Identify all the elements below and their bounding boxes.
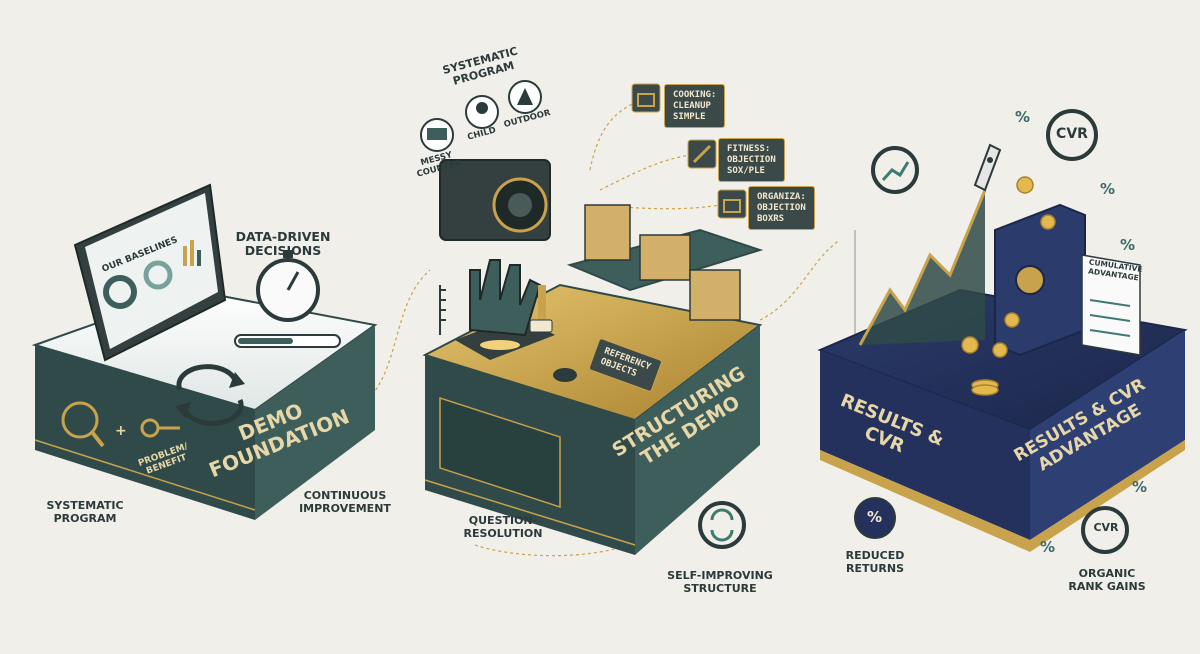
plus-icon: + [115, 423, 127, 439]
bar-icon-2 [190, 240, 194, 266]
bar-icon-1 [183, 246, 187, 266]
key-icon [140, 418, 180, 438]
camera-icon [439, 159, 551, 241]
lever-icon [529, 285, 553, 333]
open-box-icon [717, 189, 747, 219]
messy-counter-icon [420, 118, 454, 152]
stopwatch-icon [256, 250, 320, 322]
continuous-improvement-label: CONTINUOUS IMPROVEMENT [299, 489, 391, 515]
button-puck [553, 368, 577, 382]
donut-chart-icon-2 [143, 260, 173, 290]
cvr-bottom-label: CVR [1093, 521, 1119, 534]
child-icon [465, 95, 499, 129]
connector-line-4 [589, 99, 641, 171]
box-2 [639, 234, 691, 281]
stage3-right-face [1030, 330, 1185, 540]
systematic-program-label: SYSTEMATIC PROGRAM [46, 499, 124, 525]
coin-icons [961, 176, 1056, 396]
tablet-dashboard [73, 183, 227, 362]
reduced-returns-icon [854, 497, 896, 539]
shelf-boxes [566, 204, 764, 321]
coin-5 [1004, 312, 1020, 328]
progress-bar [234, 334, 341, 348]
reduced-returns-label: REDUCED RETURNS [845, 549, 905, 575]
pot-icon [631, 83, 661, 113]
bar-icon-3 [197, 250, 201, 266]
coin-1 [1016, 176, 1034, 194]
connector-line-1 [371, 269, 431, 396]
cvr-cycle-icon [1046, 109, 1098, 161]
organic-rank-label: ORGANIC RANK GAINS [1068, 567, 1146, 593]
percent-icon-6: % [1132, 478, 1148, 496]
magnifier-icon [61, 401, 105, 448]
stage2-right-face [635, 325, 760, 555]
stage2-drawer [439, 396, 561, 508]
cvr-top-label: CVR [1056, 126, 1088, 142]
callout-organiza: ORGANIZA: OBJECTION BOXRS [748, 186, 815, 231]
box-3 [689, 269, 741, 321]
coin-4 [992, 342, 1008, 358]
refresh-cycle-icon [175, 364, 245, 426]
connector-line-3 [759, 239, 841, 321]
percent-icon-3: % [1120, 236, 1136, 254]
box-1 [584, 204, 631, 261]
growth-cycle-icon [871, 146, 919, 194]
ruler-ticks [439, 285, 446, 335]
coin-2 [1040, 214, 1056, 230]
stage1-right-face [255, 325, 375, 520]
question-resolution-label: QUESTION- RESOLUTION [463, 514, 543, 540]
callout-cooking: COOKING: CLEANUP SIMPLE [664, 84, 726, 129]
data-driven-label: DATA-DRIVEN DECISIONS [235, 229, 331, 259]
connector-line-5 [599, 154, 691, 191]
self-improving-label: SELF-IMPROVING STRUCTURE [667, 569, 773, 595]
document-icon [1081, 254, 1141, 356]
rocket-icon [973, 143, 1002, 192]
organic-cycle-icon [1081, 506, 1129, 554]
percent-icon-2: % [1100, 180, 1116, 198]
coin-3 [961, 336, 979, 354]
connector-line-6 [599, 204, 721, 210]
wrench-icon [687, 139, 717, 169]
callout-fitness: FITNESS: OBJECTION SOX/PLE [718, 138, 785, 183]
safe-icon [994, 203, 1086, 357]
self-improving-icon [698, 501, 746, 549]
growth-chart [854, 189, 987, 355]
stage3-left-face [820, 350, 1030, 540]
percent-icon-4: % [867, 508, 883, 526]
outdoor-icon [508, 80, 542, 114]
donut-chart-icon-1 [103, 275, 137, 309]
percent-icon-5: % [1040, 538, 1056, 556]
percent-icon-1: % [1015, 108, 1031, 126]
